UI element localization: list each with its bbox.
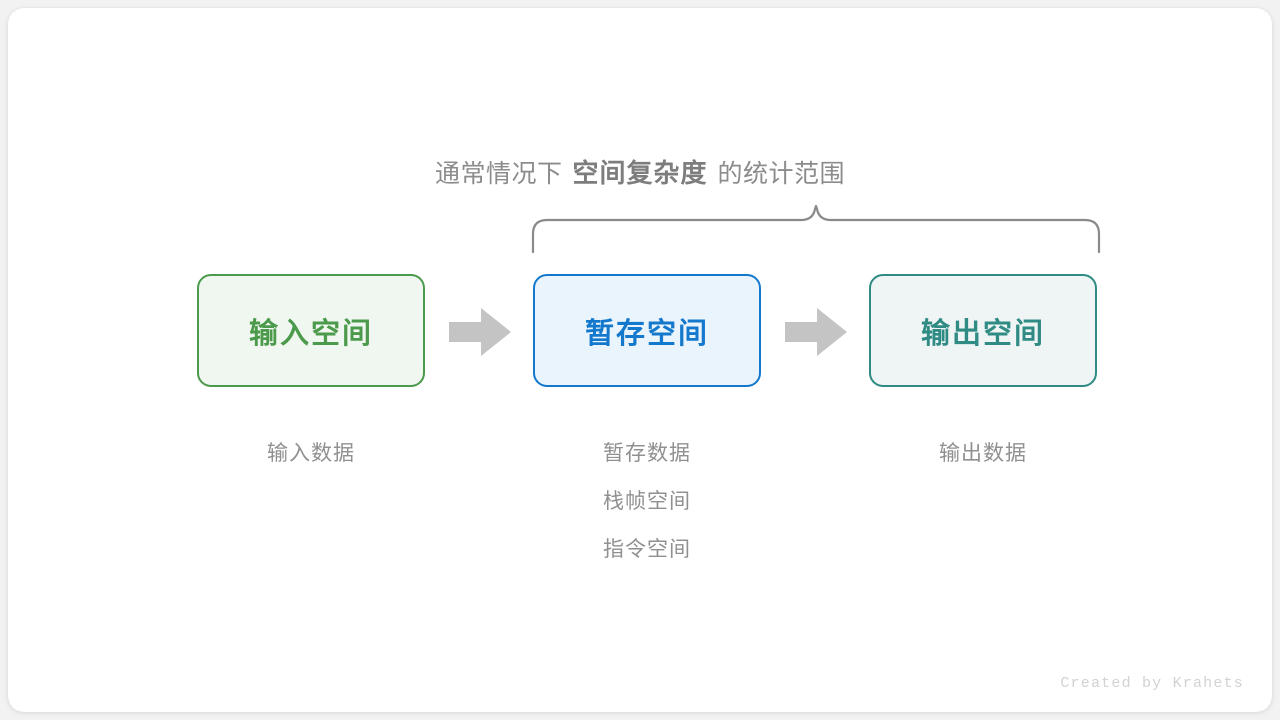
box-output-space-label: 输出空间: [920, 317, 1045, 350]
sublabels-temp-space: 暂存数据 栈帧空间 指令空间: [533, 430, 761, 574]
sublabel-item: 指令空间: [603, 538, 691, 561]
sublabels-output-space: 输出数据: [869, 430, 1097, 478]
sublabels-input-space: 输入数据: [197, 430, 425, 478]
box-temp-space[interactable]: 暂存空间: [533, 274, 761, 387]
caption-suffix: 的统计范围: [717, 160, 846, 188]
diagram-canvas: 通常情况下空间复杂度的统计范围 输入空间 暂存空间 输出空间 输入数据 暂存数据…: [8, 8, 1272, 712]
sublabel-item: 输出数据: [939, 442, 1027, 465]
arrow-right-icon-1: [449, 308, 511, 356]
box-output-space[interactable]: 输出空间: [869, 274, 1097, 387]
diagram-caption: 通常情况下空间复杂度的统计范围: [8, 153, 1272, 194]
caption-prefix: 通常情况下: [434, 160, 563, 188]
credit-text: Created by Krahets: [1060, 675, 1244, 692]
box-input-space-label: 输入空间: [248, 317, 373, 350]
curly-brace-icon: [531, 204, 1101, 254]
box-input-space[interactable]: 输入空间: [197, 274, 425, 387]
box-temp-space-label: 暂存空间: [584, 317, 709, 350]
sublabel-item: 栈帧空间: [603, 490, 691, 513]
sublabel-item: 暂存数据: [603, 442, 691, 465]
sublabel-item: 输入数据: [267, 442, 355, 465]
arrow-right-icon-2: [785, 308, 847, 356]
caption-emphasis: 空间复杂度: [572, 158, 708, 188]
